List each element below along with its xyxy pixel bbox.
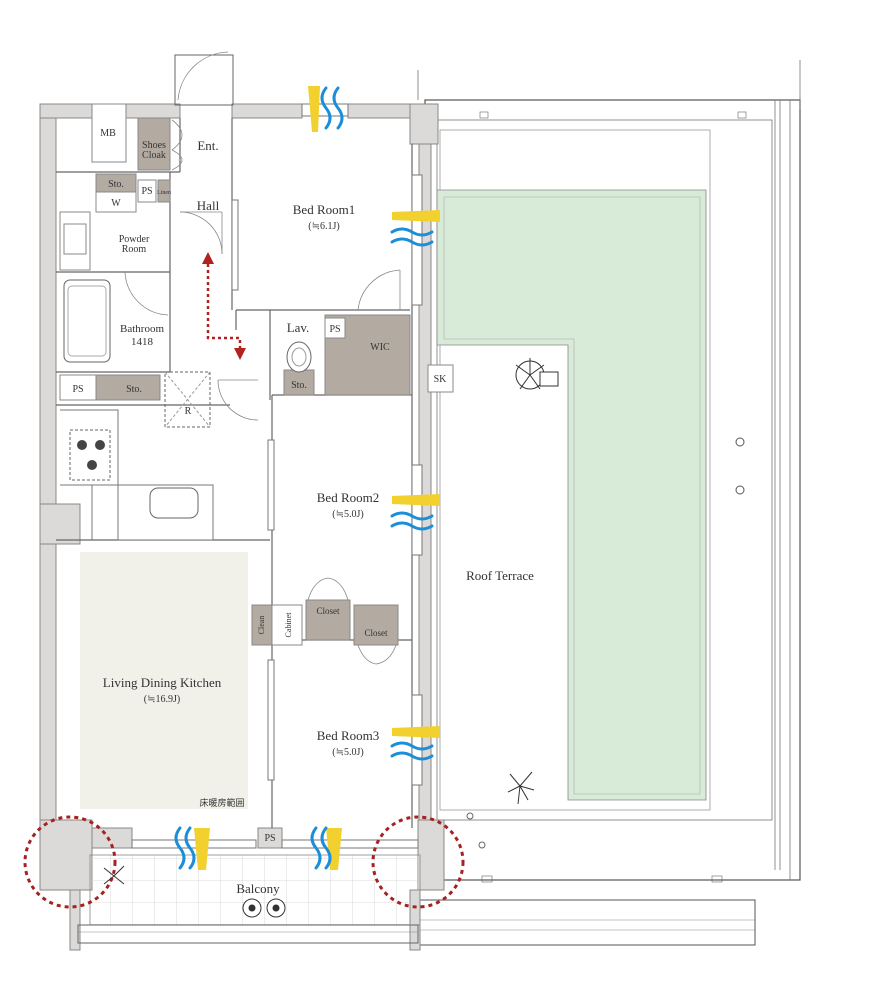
plant-icon: [103, 358, 559, 885]
terrace-lawn: [436, 189, 707, 801]
closet-lower-storage: [353, 604, 399, 646]
walls: [39, 103, 445, 951]
roof-terrace-area: [417, 60, 801, 883]
sun-light-icon: [194, 86, 440, 870]
door-swing-icon: [177, 51, 229, 101]
label-sto-upper: Sto.: [108, 179, 124, 190]
label-powder-1: Powder: [119, 234, 150, 245]
highlight-circle-right: [371, 815, 465, 909]
label-bed2-size: (≒5.0J): [332, 509, 363, 520]
label-ps-lav: PS: [329, 324, 340, 335]
label-shoes-cloak-2: Cloak: [142, 150, 166, 161]
label-balcony: Balcony: [236, 881, 280, 896]
label-w: W: [111, 198, 121, 209]
label-sto-toilet: Sto.: [291, 380, 307, 391]
label-linen: Linen: [157, 190, 171, 196]
label-closet-lower: Closet: [364, 628, 388, 638]
label-bed3-size: (≒5.0J): [332, 747, 363, 758]
label-bed1: Bed Room1: [293, 202, 355, 217]
label-shoes-cloak-1: Shoes: [142, 140, 166, 151]
wind-icon: [174, 86, 434, 870]
label-mb: MB: [100, 128, 116, 139]
label-ent: Ent.: [197, 138, 218, 153]
shoes-cloak-storage: [137, 117, 171, 171]
label-wic: WIC: [370, 342, 390, 353]
label-floor-heating: 床暖房範囲: [199, 797, 244, 808]
stove-icon: [69, 429, 111, 481]
closet-upper-storage: [305, 599, 351, 641]
label-sto-kitchen: Sto.: [126, 384, 142, 395]
label-ldk: Living Dining Kitchen: [103, 675, 222, 690]
label-bed2: Bed Room2: [317, 490, 379, 505]
label-sk: SK: [434, 374, 448, 385]
label-closet-upper: Closet: [316, 606, 340, 616]
label-roof-terrace: Roof Terrace: [466, 568, 534, 583]
label-clean-cabinet-2: Cabinet: [284, 612, 293, 638]
label-ps-kitchen: PS: [72, 384, 83, 395]
label-r: R: [185, 406, 192, 417]
label-powder-2: Room: [122, 244, 147, 255]
label-hall: Hall: [197, 198, 220, 213]
circulation-path: [206, 258, 242, 352]
label-bed3: Bed Room3: [317, 728, 379, 743]
label-ps-balcony: PS: [264, 833, 275, 844]
label-bathroom: Bathroom: [120, 323, 164, 335]
label-lav: Lav.: [287, 320, 310, 335]
floor-heating-area: [80, 552, 248, 809]
flower-icon: [242, 898, 286, 918]
highlight-circle-left: [23, 815, 117, 909]
label-clean-cabinet-1: Clean: [257, 616, 266, 635]
label-bathroom-size: 1418: [131, 336, 154, 348]
label-ldk-size: (≒16.9J): [144, 694, 180, 705]
label-ps-upper: PS: [141, 186, 152, 197]
label-bed1-size: (≒6.1J): [308, 221, 339, 232]
